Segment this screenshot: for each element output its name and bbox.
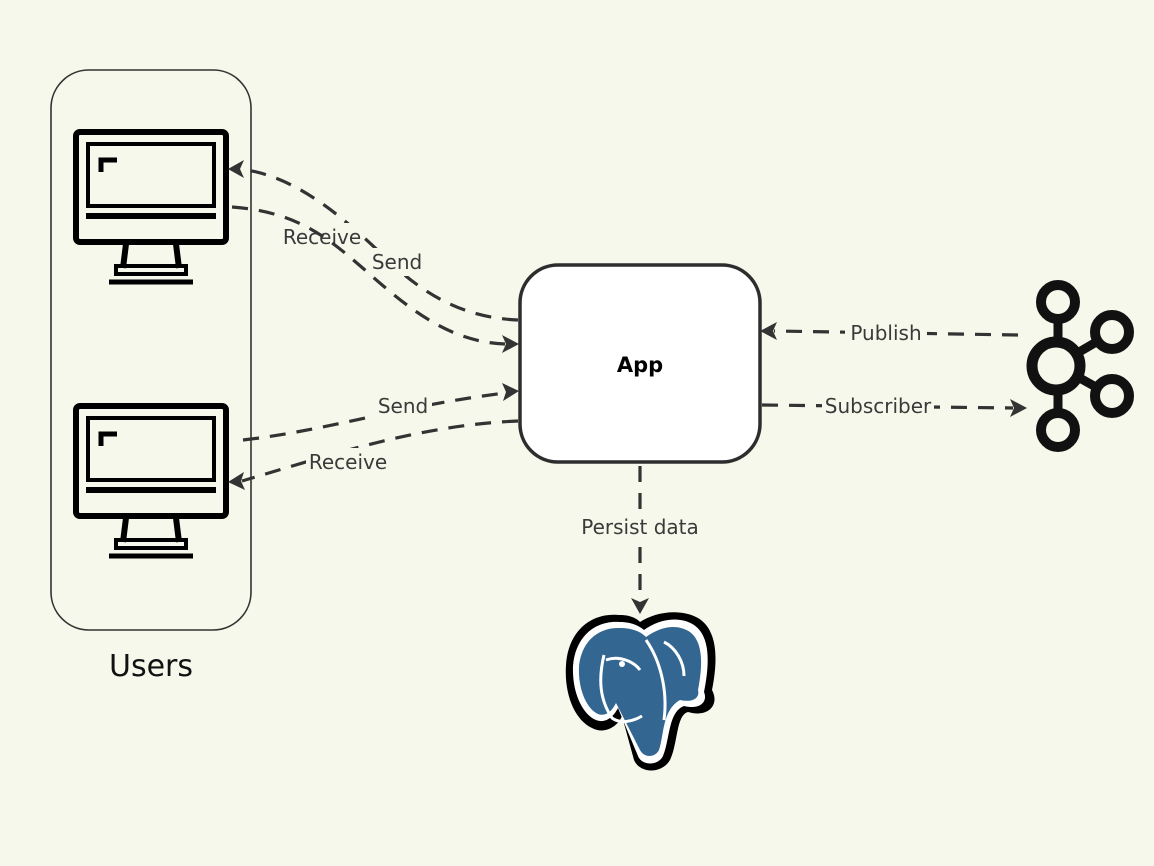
arrowhead-icon <box>228 160 244 178</box>
arrowhead-icon <box>502 383 519 401</box>
edge-label-bottom-receive: Receive <box>309 450 387 474</box>
edge-top-send[interactable]: Send <box>231 205 519 353</box>
edge-label-publish: Publish <box>850 321 921 345</box>
arrowhead-icon <box>1010 399 1027 417</box>
computer-monitor-icon <box>73 403 229 559</box>
edge-subscriber[interactable]: Subscriber <box>761 392 1027 422</box>
arrowhead-icon <box>631 598 649 614</box>
edge-label-bottom-send: Send <box>378 394 428 418</box>
kafka-node[interactable] <box>1026 280 1134 452</box>
edge-bottom-receive[interactable]: Receive <box>228 419 519 490</box>
computer-monitor-icon <box>73 129 229 285</box>
arrowhead-icon <box>760 322 777 340</box>
monitor-bottom[interactable] <box>73 403 229 559</box>
app-node[interactable]: App <box>518 263 762 464</box>
kafka-icon <box>1026 280 1134 452</box>
app-node-label: App <box>617 353 663 377</box>
postgres-node[interactable] <box>565 612 716 771</box>
users-group-label: Users <box>109 649 193 684</box>
postgresql-elephant-icon <box>565 612 716 771</box>
users-group-border <box>50 69 252 631</box>
users-group[interactable]: Users <box>50 69 252 684</box>
edge-publish[interactable]: Publish <box>760 318 1019 348</box>
app-node-box <box>518 263 762 464</box>
arrowhead-icon <box>228 472 245 490</box>
edge-bottom-send[interactable]: Send <box>242 383 519 442</box>
edge-label-subscriber: Subscriber <box>825 394 932 418</box>
monitor-top[interactable] <box>73 129 229 285</box>
edge-top-receive[interactable]: Receive <box>228 160 519 322</box>
edge-persist[interactable]: Persist data <box>576 466 704 614</box>
edge-label-persist: Persist data <box>581 515 699 539</box>
edge-label-top-send: Send <box>372 250 422 274</box>
arrowhead-icon <box>502 335 519 353</box>
